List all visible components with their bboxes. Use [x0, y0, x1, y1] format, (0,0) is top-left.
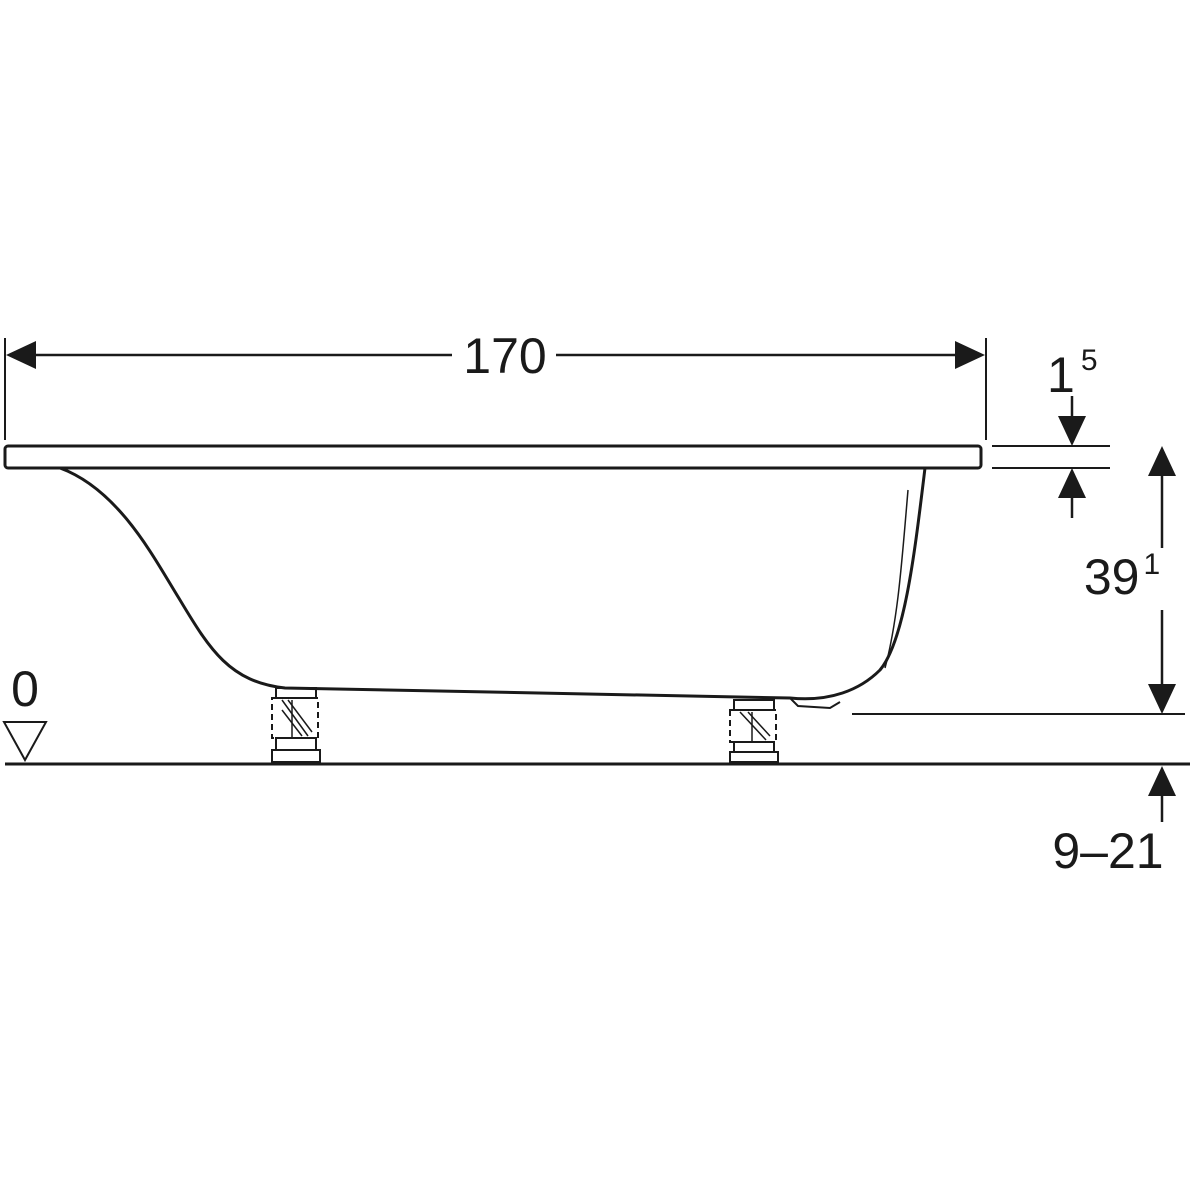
length-dimension: 170: [4, 328, 987, 440]
level-triangle-icon: [2, 721, 48, 763]
rim-arrow-up: [1058, 468, 1086, 498]
drain-outlet: [789, 697, 841, 710]
rim-arrow-down: [1058, 416, 1086, 446]
height-arrow-up: [1148, 446, 1176, 476]
length-arrow-right: [955, 341, 985, 369]
floor-level-marker: 0: [2, 661, 48, 763]
leg-adjustment-label: 9–21: [1052, 823, 1163, 879]
leg-adjustment-dimension: 9–21: [1052, 766, 1176, 879]
bathtub-body: [3, 444, 983, 710]
left-adjustable-foot: [271, 687, 321, 763]
length-arrow-left: [6, 341, 36, 369]
length-label: 170: [463, 328, 546, 384]
leg-arrow-up: [1148, 766, 1176, 796]
floor-level-label: 0: [11, 661, 39, 717]
bathtub-shell: [59, 466, 927, 701]
right-adjustable-foot: [729, 699, 779, 763]
shell-seam: [884, 489, 909, 669]
bathtub-rim: [3, 444, 983, 470]
height-arrow-down: [1148, 684, 1176, 714]
